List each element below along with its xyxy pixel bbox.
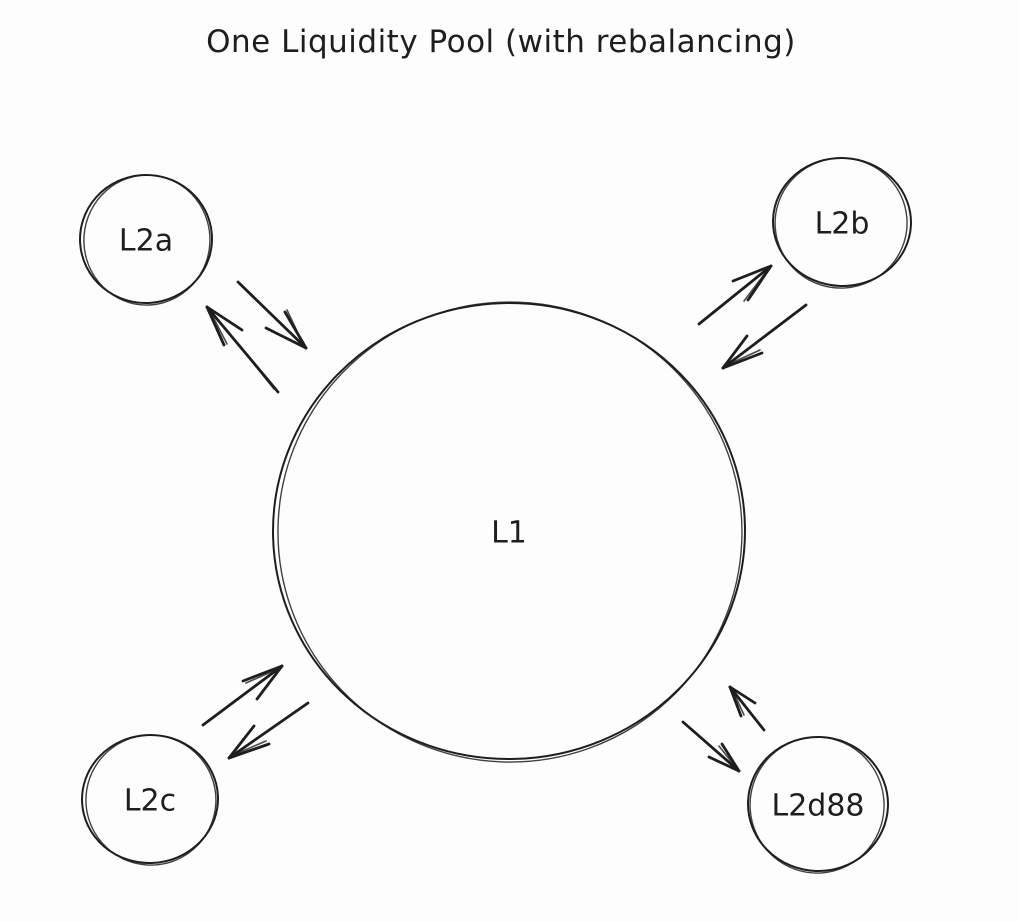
node-l2d88-circle-sketch xyxy=(749,736,885,874)
arrow-barb xyxy=(731,264,773,283)
arrow-barb-sketch xyxy=(230,740,267,757)
arrow-l2a-to-l1 xyxy=(236,280,308,350)
arrow-barb-sketch xyxy=(718,745,738,770)
node-l2a: L2a xyxy=(79,173,213,306)
edge-l1-l2a xyxy=(205,280,308,394)
arrow-barb-sketch xyxy=(245,667,281,684)
arrow-barb xyxy=(241,664,284,683)
node-l1: L1 xyxy=(272,301,746,763)
arrow-l1-to-l2c xyxy=(227,701,310,760)
arrow-barb xyxy=(227,742,271,760)
arrow-l2c-to-l1 xyxy=(201,664,284,727)
node-l2c-circle-sketch xyxy=(85,734,217,866)
arrow-barb-sketch xyxy=(286,309,305,347)
arrow-barb xyxy=(255,664,284,701)
arrow-shaft xyxy=(236,280,308,350)
node-l2b-circle-sketch xyxy=(774,157,908,289)
node-l2d88: L2d88 xyxy=(747,735,889,874)
edge-l1-l2c xyxy=(201,664,310,760)
arrow-l2b-to-l1 xyxy=(721,303,808,370)
arrow-l1-to-l2d88 xyxy=(681,720,741,773)
node-l2b-label: L2b xyxy=(815,207,870,242)
arrow-barb-sketch xyxy=(724,349,761,367)
node-l1-label: L1 xyxy=(491,516,527,551)
arrow-shaft-sketch xyxy=(211,311,275,390)
arrow-barb xyxy=(721,351,764,370)
edge-l1-l2b xyxy=(697,264,808,370)
arrow-barb xyxy=(728,685,743,718)
node-l1-circle-sketch xyxy=(277,301,743,763)
node-l2d88-label: L2d88 xyxy=(771,789,864,824)
node-l2c-label: L2c xyxy=(124,784,176,819)
node-l2b: L2b xyxy=(772,156,912,289)
arrow-shaft xyxy=(728,685,766,732)
node-l2a-circle-sketch xyxy=(83,174,211,306)
arrow-barb xyxy=(227,724,256,760)
node-l2c: L2c xyxy=(81,733,219,866)
node-l2a-label: L2a xyxy=(119,224,173,259)
node-l1-circle xyxy=(272,301,746,761)
arrow-barb xyxy=(728,685,757,705)
arrow-l1-to-l2a xyxy=(205,305,280,394)
arrow-l2d88-to-l1 xyxy=(728,685,766,732)
arrow-barb xyxy=(205,305,226,347)
arrow-shaft xyxy=(697,264,773,326)
arrow-barb xyxy=(720,742,741,773)
arrow-shaft xyxy=(227,701,310,760)
arrow-barb xyxy=(205,305,244,332)
arrow-barb-sketch xyxy=(208,308,228,345)
arrow-barb xyxy=(264,326,308,350)
edge-l1-l2d88 xyxy=(681,685,766,773)
arrow-barb-sketch xyxy=(743,267,770,302)
arrow-barb xyxy=(721,334,749,370)
arrow-shaft xyxy=(681,720,741,773)
arrow-shaft xyxy=(201,664,284,727)
arrow-barb-sketch xyxy=(731,688,745,716)
arrow-l1-to-l2b xyxy=(697,264,773,326)
arrow-barb xyxy=(707,755,741,773)
arrow-shaft xyxy=(721,303,808,370)
diagram-title: One Liquidity Pool (with rebalancing) xyxy=(206,24,796,60)
